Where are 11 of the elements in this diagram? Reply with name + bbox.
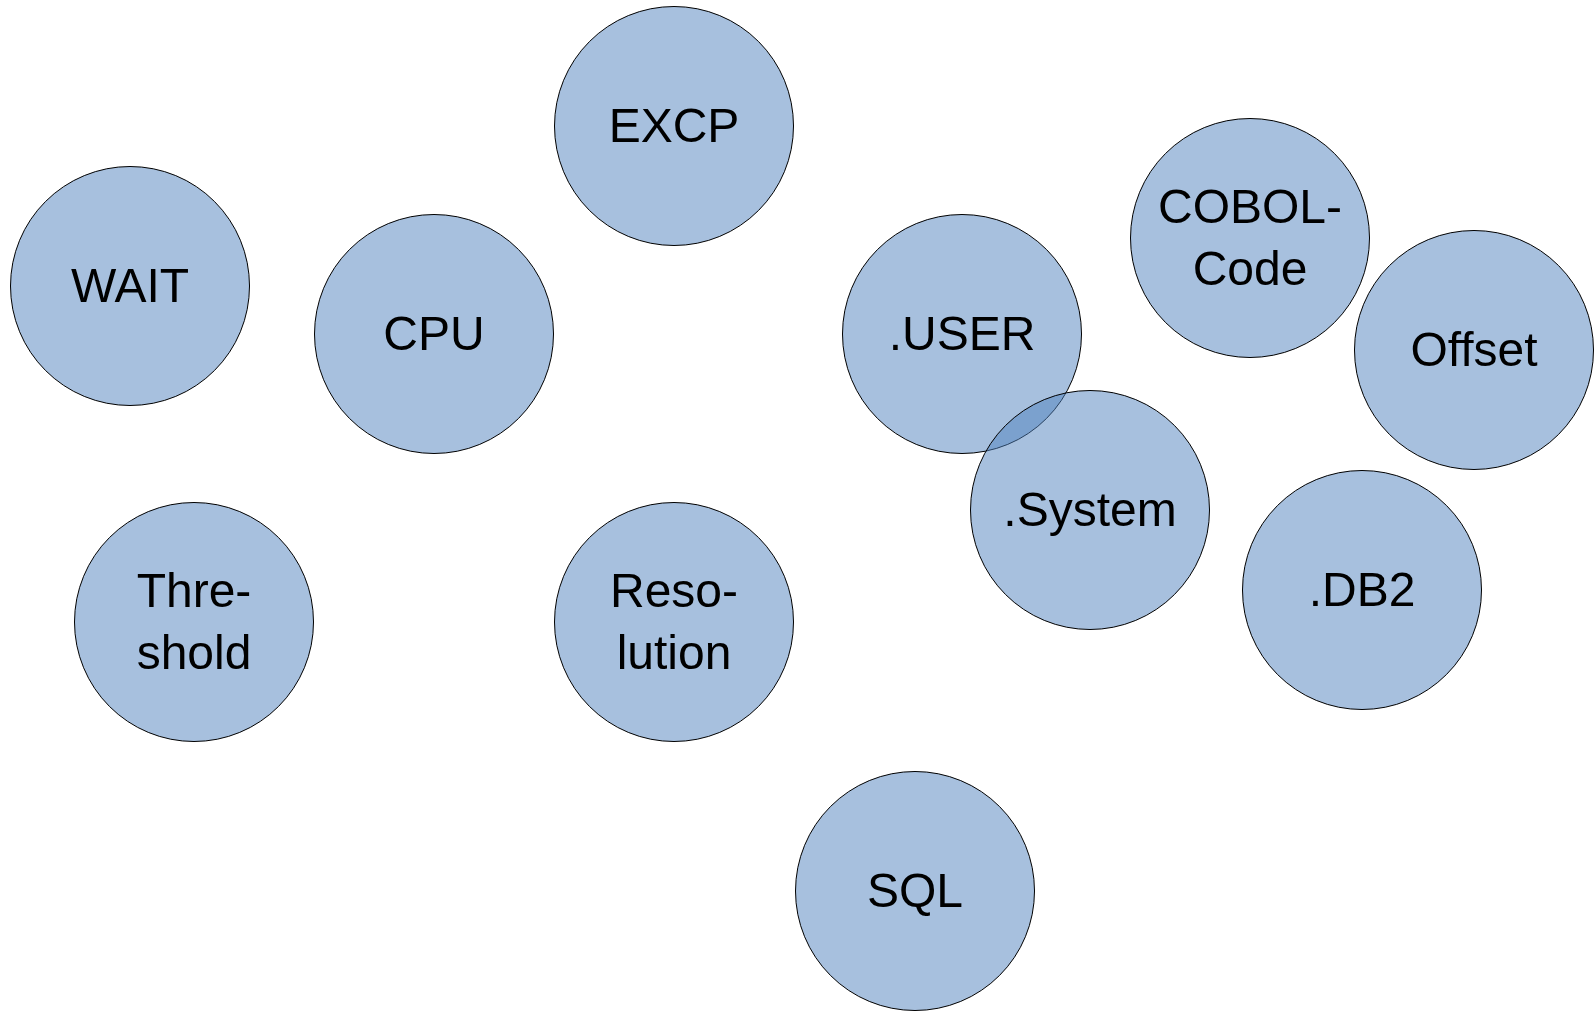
node-label: .DB2 — [1308, 561, 1416, 618]
node-label: COBOL- Code — [1157, 178, 1343, 297]
node-label: CPU — [383, 305, 485, 362]
node-label: Thre- shold — [135, 562, 253, 681]
node-label: WAIT — [70, 257, 190, 314]
node-label: .USER — [888, 305, 1036, 362]
node-label: SQL — [866, 862, 963, 919]
node-label: Offset — [1410, 321, 1538, 378]
node-label: EXCP — [608, 97, 740, 154]
node-label: Reso- lution — [608, 562, 739, 681]
node-label: .System — [1003, 481, 1177, 538]
